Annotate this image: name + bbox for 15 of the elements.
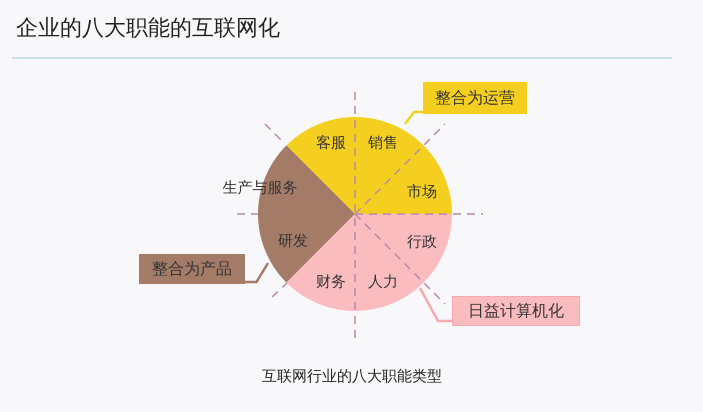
title: 企业的八大职能的互联网化 xyxy=(16,16,280,42)
leader-line xyxy=(245,262,270,284)
sector-label: 销售 xyxy=(368,136,398,150)
sector-label: 人力 xyxy=(368,274,398,290)
sector-label: 行政 xyxy=(407,234,437,250)
sector-label: 研发 xyxy=(278,234,308,248)
leader-line xyxy=(404,110,423,125)
caption: 互联网行业的八大职能类型 xyxy=(262,367,442,385)
leader-line xyxy=(418,287,452,322)
sector-label: 客服 xyxy=(316,136,346,150)
sector-label: 财务 xyxy=(316,274,346,290)
callout-label: 整合为运营 xyxy=(423,82,527,114)
callout-label: 日益计算机化 xyxy=(452,296,580,326)
sector-label: 市场 xyxy=(407,184,437,200)
callout-label: 整合为产品 xyxy=(139,254,245,284)
